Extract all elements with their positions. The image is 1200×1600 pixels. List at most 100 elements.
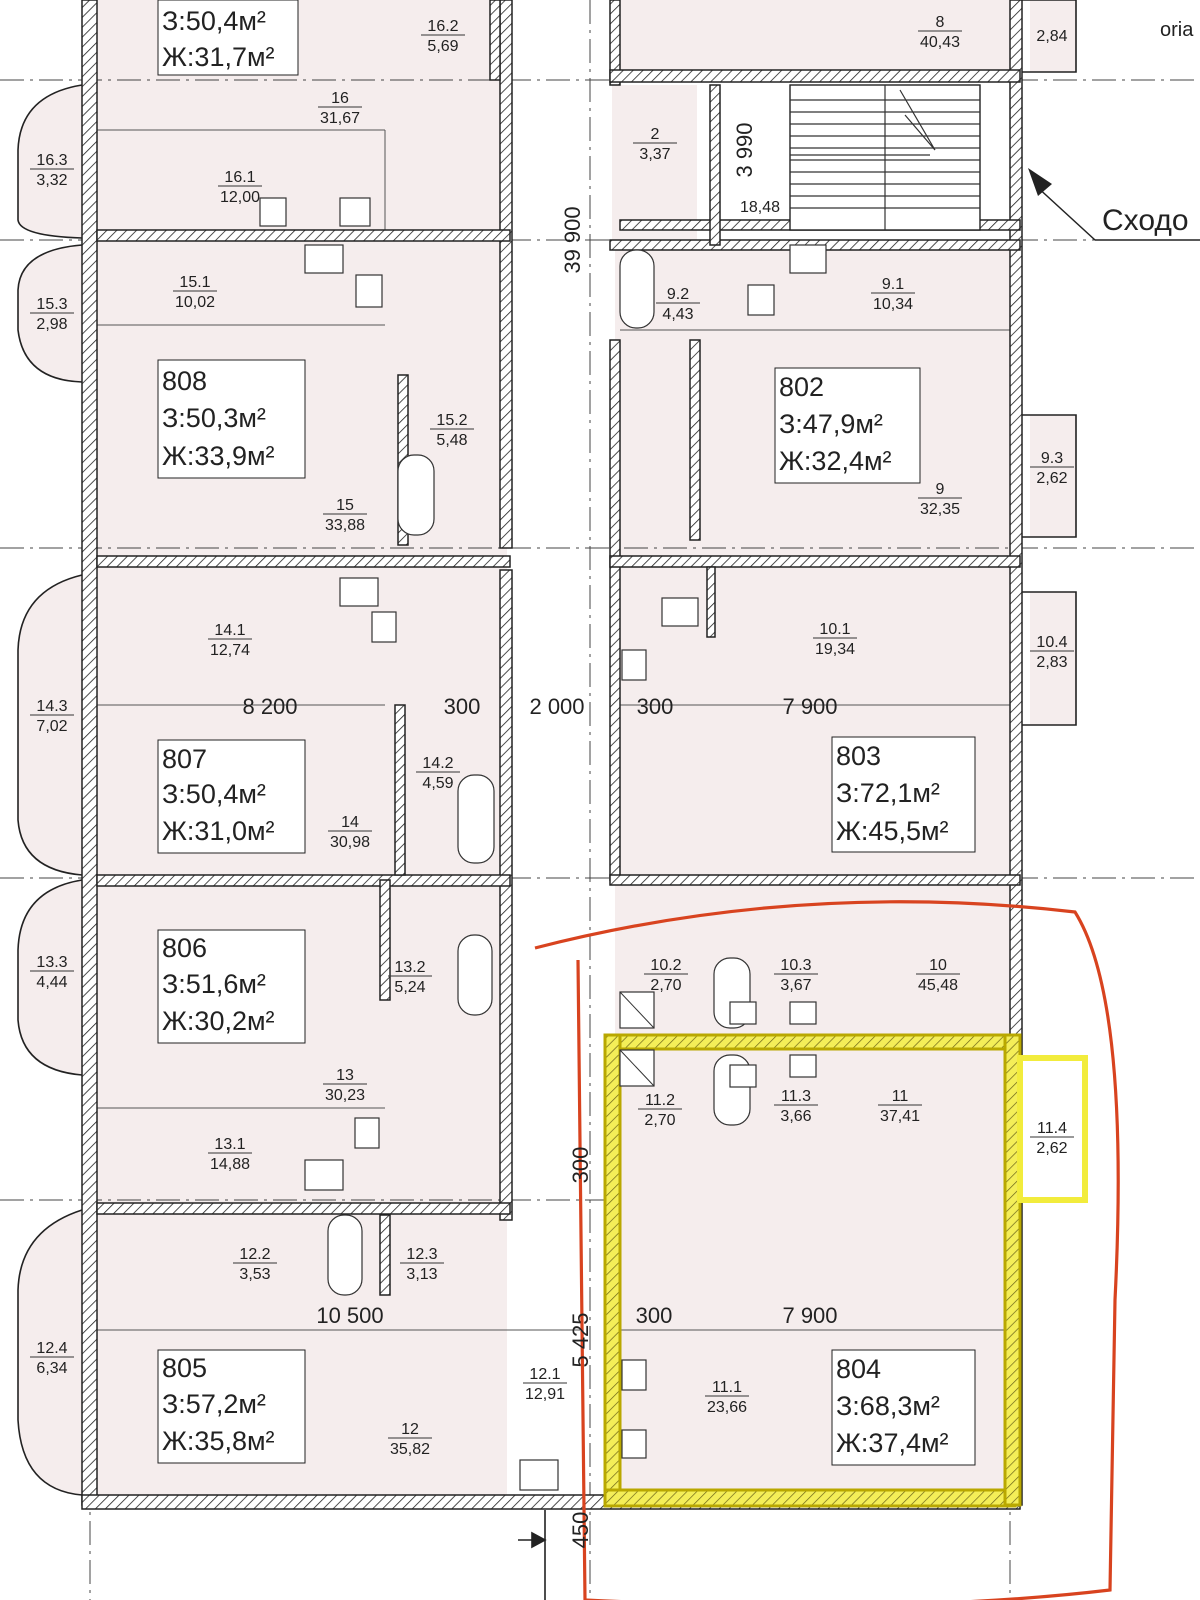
room-label-r14-3: 14.3 7,02 bbox=[30, 698, 74, 735]
apartment-top-living: Ж:31,7м² bbox=[162, 42, 275, 72]
room-number: 12.3 bbox=[406, 1246, 437, 1263]
room-area: 2,62 bbox=[1036, 470, 1067, 487]
room-area: 3,13 bbox=[406, 1266, 437, 1283]
room-area: 23,66 bbox=[707, 1399, 747, 1416]
apartment-808-label: 808 З:50,3м² Ж:33,9м² bbox=[157, 359, 306, 479]
room-number: 14 bbox=[341, 814, 359, 831]
room-number: 15.1 bbox=[179, 274, 210, 291]
room-label-r16-3: 16.33,32 bbox=[30, 152, 74, 189]
dim-8200: 8 200 bbox=[242, 694, 297, 719]
room-number: 12.4 bbox=[36, 1340, 67, 1357]
room-label-r10-2: 10.2 2,70 bbox=[644, 957, 688, 994]
room-number: 13 bbox=[336, 1067, 354, 1084]
room-number: 8 bbox=[936, 14, 945, 31]
room-number: 9.3 bbox=[1041, 450, 1063, 467]
room-area: 12,00 bbox=[220, 189, 260, 206]
room-area: 5,24 bbox=[394, 979, 425, 996]
apartment-803-area: З:72,1м² bbox=[836, 778, 940, 808]
room-label-r10-3: 10.33,67 bbox=[774, 957, 818, 994]
room-number: 10 bbox=[929, 957, 947, 974]
dim-300-a: 300 bbox=[444, 694, 481, 719]
room-number: 9 bbox=[936, 481, 945, 498]
apartment-807-living: Ж:31,0м² bbox=[162, 816, 275, 846]
room-number: 16.3 bbox=[36, 152, 67, 169]
room-number: 13.1 bbox=[214, 1136, 245, 1153]
room-number: 14.3 bbox=[36, 698, 67, 715]
room-number: 15.2 bbox=[436, 412, 467, 429]
room-number: 9.1 bbox=[882, 276, 904, 293]
apartment-808-area: З:50,3м² bbox=[162, 403, 266, 433]
room-label-r9: 932,35 bbox=[918, 481, 962, 518]
room-number: 10.4 bbox=[1036, 634, 1067, 651]
apartment-804-living: Ж:37,4м² bbox=[836, 1428, 949, 1458]
room-label-r9-1: 9.110,34 bbox=[871, 276, 915, 313]
apartment-804-area: З:68,3м² bbox=[836, 1391, 940, 1421]
room-area: 40,43 bbox=[920, 34, 960, 51]
room-area: 37,41 bbox=[880, 1108, 920, 1125]
apartment-807-area: З:50,4м² bbox=[162, 779, 266, 809]
room-area: 12,74 bbox=[210, 642, 250, 659]
room-area: 4,43 bbox=[662, 306, 693, 323]
room-number: 15 bbox=[336, 497, 354, 514]
dim-2000: 2 000 bbox=[529, 694, 584, 719]
room-area: 2,98 bbox=[36, 316, 67, 333]
dim-5425: 5 425 bbox=[568, 1312, 593, 1367]
room-number: 10.2 bbox=[650, 957, 681, 974]
kitchen-fixtures bbox=[259, 197, 827, 1491]
room-label-r9-2: 9.2 4,43 bbox=[656, 286, 700, 323]
room-label-r15-2: 15.25,48 bbox=[430, 412, 474, 449]
room-number: 13.2 bbox=[394, 959, 425, 976]
room-number: 10.1 bbox=[819, 621, 850, 638]
room-area: 35,82 bbox=[390, 1441, 430, 1458]
apartment-802-living: Ж:32,4м² bbox=[779, 446, 892, 476]
room-label-r1: 18,48 bbox=[740, 199, 780, 216]
room-number: 12 bbox=[401, 1421, 419, 1438]
room-label-r12-1: 12.112,91 bbox=[523, 1366, 567, 1403]
room-area: 4,44 bbox=[36, 974, 67, 991]
room-number: 11 bbox=[892, 1088, 909, 1105]
room-label-r9-3: 9.3 2,62 bbox=[1030, 450, 1074, 487]
room-label-r8: 840,43 bbox=[918, 14, 962, 51]
dim-7900-b: 7 900 bbox=[782, 1303, 837, 1328]
room-area: 2,84 bbox=[1036, 28, 1067, 45]
room-label-r14-1: 14.1 12,74 bbox=[208, 622, 252, 659]
room-label-r12-4: 12.4 6,34 bbox=[30, 1340, 74, 1377]
room-number: 12.1 bbox=[529, 1366, 560, 1383]
room-number: 2 bbox=[651, 126, 660, 143]
room-number: 14.1 bbox=[214, 622, 245, 639]
apartment-802-area: З:47,9м² bbox=[779, 409, 883, 439]
apartment-top-area: З:50,4м² bbox=[162, 6, 266, 36]
room-area: 3,67 bbox=[780, 977, 811, 994]
apartment-803-label: 803 З:72,1м² Ж:45,5м² bbox=[831, 736, 976, 853]
room-area: 7,02 bbox=[36, 718, 67, 735]
room-area: 6,34 bbox=[36, 1360, 67, 1377]
room-label-r2-84: 2,84 bbox=[1036, 28, 1067, 45]
room-number: 11.4 bbox=[1037, 1120, 1067, 1137]
room-number: 16 bbox=[331, 90, 349, 107]
apartment-top-partial-label: З:50,4м² Ж:31,7м² bbox=[157, 0, 299, 76]
apartment-807-label: 807 З:50,4м² Ж:31,0м² bbox=[157, 739, 306, 854]
dim-300-b: 300 bbox=[637, 694, 674, 719]
room-area: 3,66 bbox=[780, 1108, 811, 1125]
room-area: 2,70 bbox=[650, 977, 681, 994]
apartment-labels: З:50,4м² Ж:31,7м² 808 З:50,3м² Ж:33,9м² … bbox=[157, 0, 976, 1466]
room-area: 3,37 bbox=[639, 146, 670, 163]
apartment-802-label: 802 З:47,9м² Ж:32,4м² bbox=[774, 367, 921, 484]
watermark: oria bbox=[1160, 19, 1194, 41]
apartment-805-label: 805 З:57,2м² Ж:35,8м² bbox=[157, 1349, 306, 1464]
dimension-labels: 39 900 3 990 8 200 300 2 000 300 7 900 3… bbox=[242, 122, 837, 1548]
room-fills bbox=[18, 0, 1076, 1495]
room-area: 19,34 bbox=[815, 641, 855, 658]
dim-39900: 39 900 bbox=[560, 206, 585, 273]
apartment-805-living: Ж:35,8м² bbox=[162, 1426, 275, 1456]
room-number: 15.3 bbox=[36, 296, 67, 313]
room-number: 11.2 bbox=[645, 1092, 675, 1109]
apartment-806-number: 806 bbox=[162, 933, 207, 963]
room-area: 18,48 bbox=[740, 199, 780, 216]
room-area: 32,35 bbox=[920, 501, 960, 518]
room-number: 9.2 bbox=[667, 286, 689, 303]
highlighted-walls bbox=[603, 1033, 1088, 1508]
